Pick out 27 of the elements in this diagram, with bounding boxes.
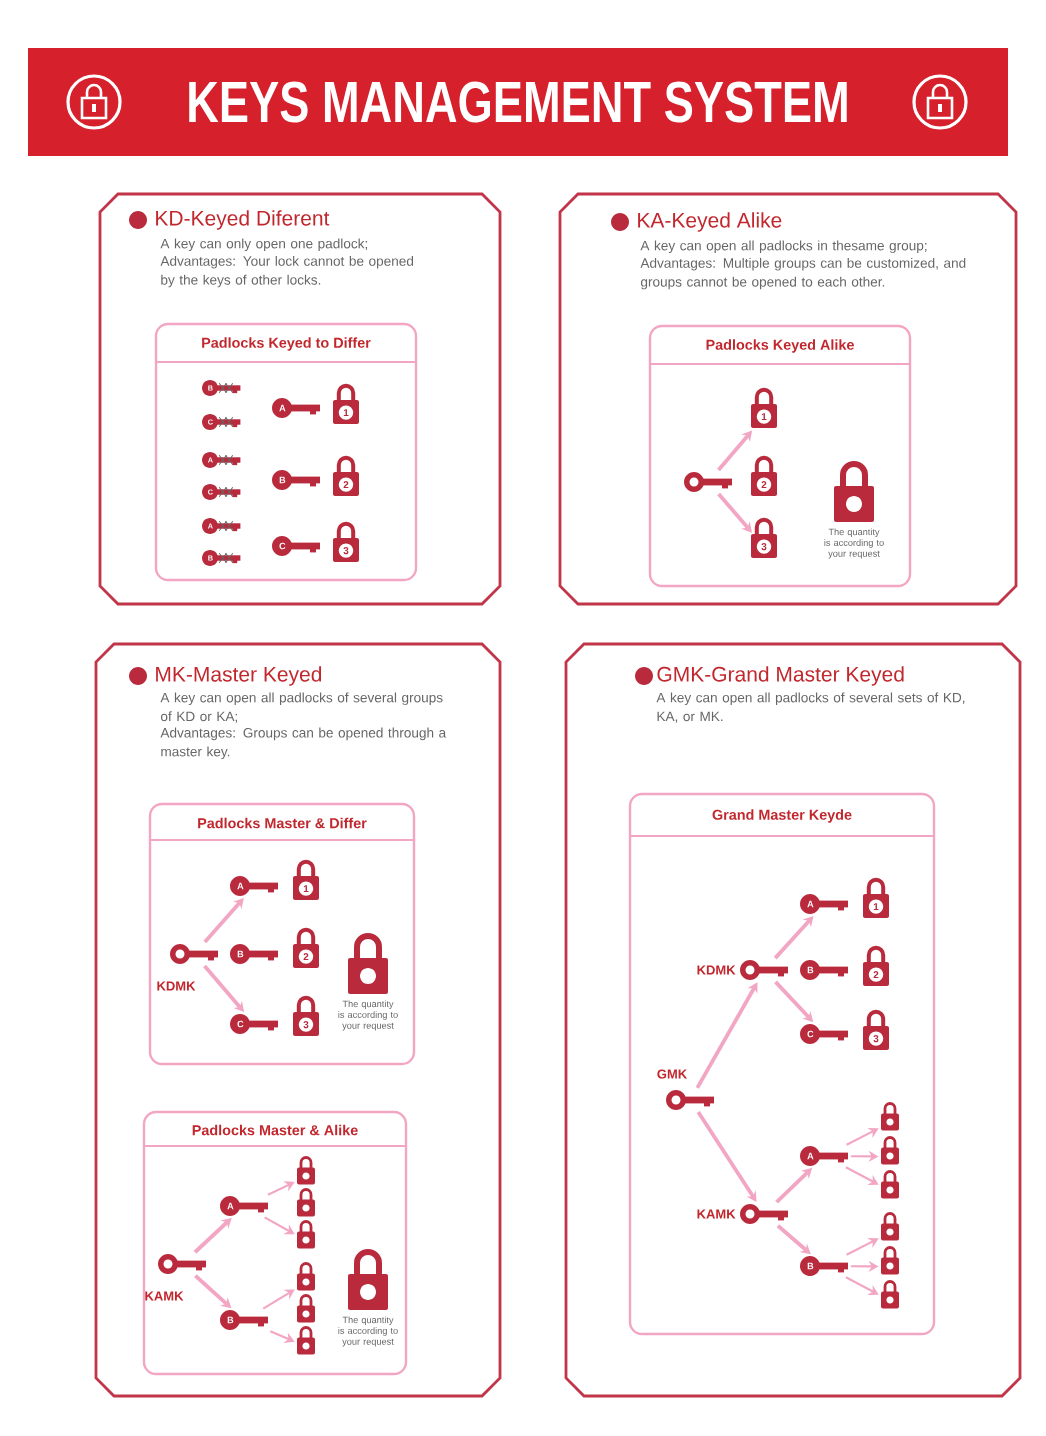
panel-heading: KD-Keyed Diferent: [156, 210, 330, 230]
key: [684, 472, 732, 492]
arrow: [696, 1111, 757, 1202]
padlock: [297, 1326, 315, 1355]
panel-heading: MK-Master Keyed: [156, 666, 322, 686]
padlock: [881, 1212, 899, 1241]
arrow: [264, 1216, 295, 1235]
padlock: [297, 1156, 315, 1185]
arrow: [845, 1276, 879, 1295]
panel-heading: KA-Keyed Alike: [638, 212, 782, 232]
padlock: [881, 1136, 899, 1165]
padlock: [881, 1102, 899, 1131]
panel-heading: GMK-Grand Master Keyed: [657, 666, 904, 686]
arrow: [695, 982, 758, 1089]
padlock: [297, 1262, 315, 1291]
padlock: [297, 1294, 315, 1323]
padlock: [297, 1188, 315, 1217]
arrow: [845, 1166, 879, 1185]
padlock: [881, 1170, 899, 1199]
title: KEYS MANAGEMENT SYSTEM: [189, 81, 847, 123]
padlock: [297, 1220, 315, 1249]
arrow: [262, 1289, 295, 1310]
arrow: [846, 1127, 879, 1146]
arrow: [846, 1237, 879, 1256]
arrow: [267, 1181, 295, 1196]
padlock: [881, 1246, 899, 1275]
padlock: [881, 1280, 899, 1309]
